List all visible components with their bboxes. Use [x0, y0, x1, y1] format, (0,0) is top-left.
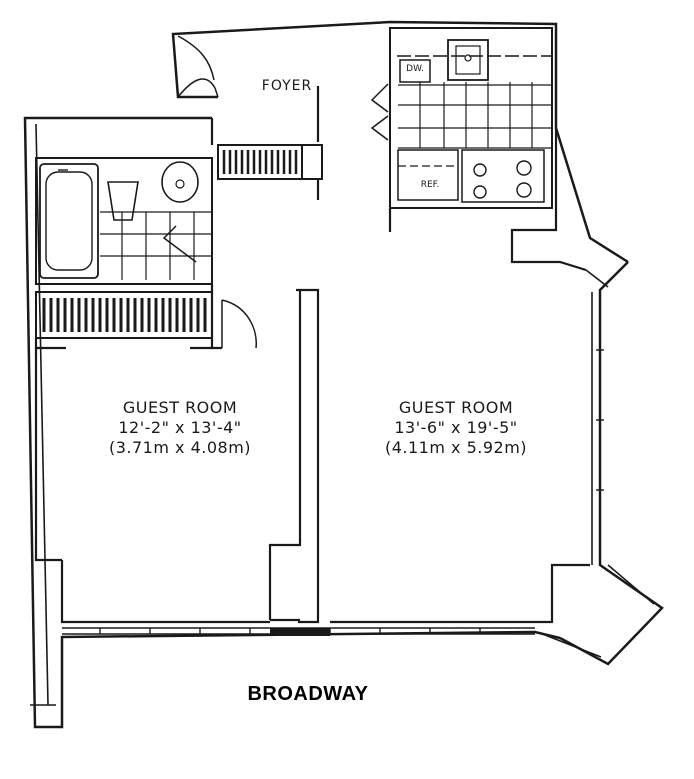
windows	[62, 349, 604, 635]
kitchen	[389, 27, 553, 209]
refrigerator-label: REF.	[420, 180, 440, 190]
room-dimensions-metric: (4.11m x 5.92m)	[384, 438, 528, 457]
room-dimensions-imperial: 13'-6" x 19'-5"	[394, 418, 518, 437]
inner-wall-lines	[30, 123, 655, 706]
room-dimensions-metric: (3.71m x 4.08m)	[108, 438, 252, 457]
bedroom-door	[221, 299, 257, 349]
guest-room-left: GUEST ROOM 12'-2" x 13'-4" (3.71m x 4.08…	[80, 398, 280, 458]
room-name: GUEST ROOM	[122, 398, 238, 417]
kitchen-counter-tiles	[398, 82, 552, 149]
kitchen-doors	[370, 83, 389, 141]
bedroom-closet	[35, 291, 213, 339]
street-label: BROADWAY	[247, 683, 369, 705]
interior-walls	[34, 86, 590, 624]
guest-room-right: GUEST ROOM 13'-6" x 19'-5" (4.11m x 5.92…	[356, 398, 556, 458]
room-dimensions-imperial: 12'-2" x 13'-4"	[118, 418, 242, 437]
dishwasher-label: DW.	[406, 64, 424, 74]
radiator	[270, 628, 330, 636]
room-name: GUEST ROOM	[398, 398, 514, 417]
bathroom	[35, 157, 213, 285]
hall-closet	[217, 144, 323, 180]
foyer-label: FOYER	[261, 78, 313, 94]
entry-door	[177, 35, 219, 98]
